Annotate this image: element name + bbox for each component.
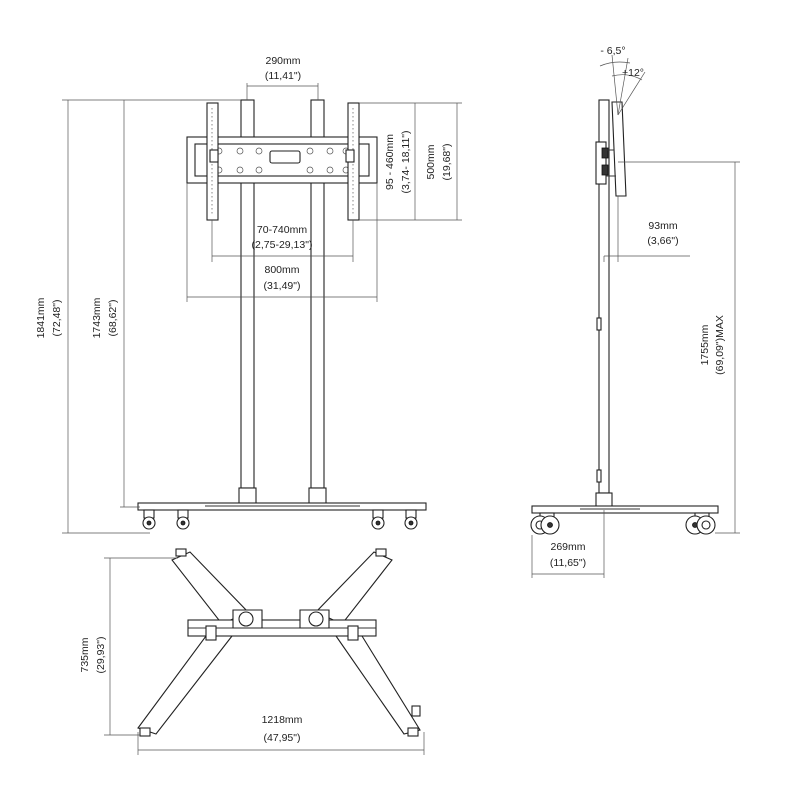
dim-800mm-inch-label: (31,49") <box>264 280 301 292</box>
dim-1218mm-label: 1218mm <box>262 714 303 726</box>
dimension-735mm: 735mm (29,93") <box>79 557 178 736</box>
dimension-500mm: 500mm (19,68") <box>420 102 462 221</box>
dim-1743mm-label: 1743mm <box>91 297 103 338</box>
dim-269mm-label: 269mm <box>550 541 585 553</box>
dimension-800mm: 800mm (31,49") <box>186 183 378 302</box>
dim-93mm-inch-label: (3,66") <box>647 235 678 247</box>
dim-1743mm-inch-label: (68,62") <box>107 300 119 337</box>
dim-1755mm-inch-label: (69,09")MAX <box>714 315 726 375</box>
front-casters <box>142 509 418 530</box>
dim-500mm-inch-label: (19,68") <box>441 144 453 181</box>
dimension-1755mm: 1755mm (69,09")MAX <box>618 161 740 534</box>
dim-800mm-label: 800mm <box>264 264 299 276</box>
dimension-1841mm: 1841mm (72,48") <box>35 99 241 534</box>
dim-290mm-label: 290mm <box>265 55 300 67</box>
dim-500mm-label: 500mm <box>425 144 437 179</box>
front-view: 290mm (11,41") 1841mm (72,48") 1743mm (6… <box>35 55 462 534</box>
dim-1218mm-inch-label: (47,95") <box>264 732 301 744</box>
tilt-forward-label: +12° <box>622 67 644 79</box>
top-view-casters <box>139 548 421 737</box>
dim-735mm-label: 735mm <box>79 637 91 672</box>
side-casters <box>530 512 716 535</box>
dim-93mm-label: 93mm <box>648 220 677 232</box>
dimension-95-460mm: 95 - 460mm (3,74- 18,11") <box>359 102 420 221</box>
dim-269mm-inch-label: (11,65") <box>550 557 586 569</box>
dim-1841mm-label: 1841mm <box>35 297 47 338</box>
dimension-290mm: 290mm (11,41") <box>246 55 319 100</box>
dimension-70-740mm: 70-740mm (2,75-29,13") <box>211 220 354 262</box>
dimension-269mm: 269mm (11,65") <box>531 510 605 578</box>
dimension-1218mm: 1218mm (47,95") <box>137 714 425 755</box>
dim-70-740mm-label: 70-740mm <box>257 224 307 236</box>
dimension-93mm: 93mm (3,66") <box>603 196 690 262</box>
side-view: - 6,5° +12° 93mm (3,66") 1755m <box>530 45 740 578</box>
dim-290mm-inch-label: (11,41") <box>265 70 301 82</box>
dim-735mm-inch-label: (29,93") <box>95 637 107 674</box>
dimension-1743mm: 1743mm (68,62") <box>91 100 140 508</box>
base-leg-bottom-right <box>334 635 421 735</box>
tilt-indicator: - 6,5° +12° <box>599 45 646 116</box>
base-leg-bottom-left <box>137 635 234 735</box>
vesa-bracket <box>186 102 378 221</box>
dim-1755mm-label: 1755mm <box>699 324 711 365</box>
top-view: 735mm (29,93") 1218mm (47,95") <box>79 548 425 755</box>
dim-95-460mm-inch-label: (3,74- 18,11") <box>400 130 412 193</box>
dim-1841mm-inch-label: (72,48") <box>51 300 63 337</box>
dim-70-740mm-inch-label: (2,75-29,13") <box>252 239 313 251</box>
side-bracket <box>595 101 627 197</box>
dim-95-460mm-label: 95 - 460mm <box>384 134 396 190</box>
tilt-back-label: - 6,5° <box>600 45 625 57</box>
